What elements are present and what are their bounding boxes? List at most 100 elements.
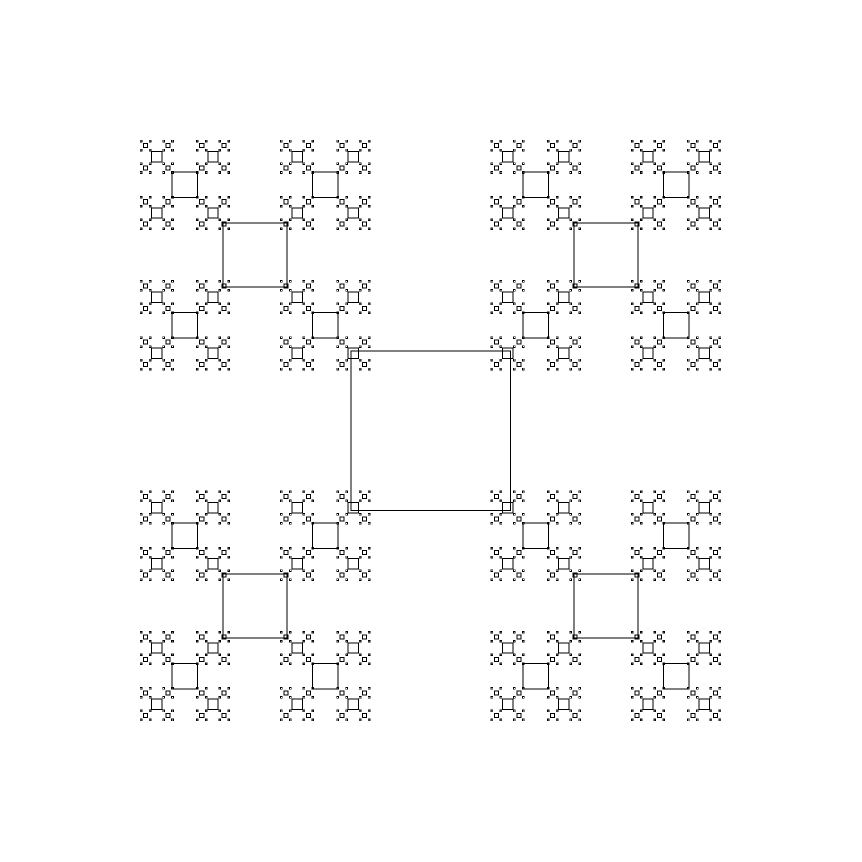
fractal-square	[578, 687, 581, 690]
fractal-square	[490, 555, 494, 559]
fractal-square	[204, 311, 208, 315]
fractal-square	[195, 513, 199, 516]
fractal-square	[569, 358, 572, 362]
fractal-square	[139, 336, 143, 339]
fractal-square	[578, 204, 581, 208]
fractal-square	[143, 572, 149, 578]
fractal-square	[687, 687, 690, 690]
fractal-square	[165, 634, 171, 640]
fractal-square	[687, 653, 690, 657]
fractal-square	[516, 143, 522, 149]
fractal-square	[696, 302, 699, 306]
fractal-square	[148, 148, 152, 152]
fractal-square	[367, 513, 371, 516]
fractal-square	[361, 165, 368, 171]
fractal-square	[640, 631, 643, 634]
fractal-square	[367, 718, 371, 722]
fractal-square	[687, 709, 690, 713]
fractal-square	[199, 143, 205, 149]
fractal-square	[555, 336, 559, 339]
fractal-square	[148, 171, 152, 174]
fractal-square	[569, 522, 572, 525]
fractal-square	[302, 546, 306, 550]
fractal-square	[656, 656, 662, 662]
fractal-square	[311, 653, 315, 657]
fractal-square	[493, 572, 500, 578]
fractal-square	[148, 336, 152, 339]
fractal-square	[569, 227, 572, 230]
fractal-square	[291, 151, 303, 163]
fractal-square	[522, 555, 525, 559]
fractal-square	[171, 218, 174, 221]
fractal-square	[513, 311, 516, 315]
fractal-square	[171, 367, 174, 371]
fractal-square	[204, 490, 208, 494]
fractal-square	[631, 546, 634, 550]
fractal-square	[546, 345, 550, 348]
fractal-square	[712, 634, 718, 640]
fractal-square	[572, 634, 578, 640]
fractal-square	[490, 311, 494, 315]
fractal-square	[280, 302, 283, 306]
fractal-square	[204, 204, 208, 208]
fractal-square	[578, 302, 581, 306]
fractal-square	[367, 162, 371, 165]
fractal-square	[171, 522, 174, 525]
fractal-square	[311, 171, 339, 199]
fractal-square	[718, 289, 722, 292]
fractal-square	[218, 311, 221, 315]
fractal-square	[569, 336, 572, 339]
fractal-square	[227, 204, 230, 208]
fractal-square	[345, 139, 348, 143]
fractal-square	[347, 642, 359, 654]
fractal-square	[555, 696, 559, 699]
fractal-square	[653, 227, 657, 230]
fractal-square	[696, 204, 699, 208]
fractal-square	[339, 221, 345, 227]
fractal-square	[687, 139, 690, 143]
fractal-square	[199, 305, 205, 311]
fractal-square	[280, 227, 283, 230]
fractal-square	[572, 656, 578, 662]
fractal-square	[499, 490, 503, 494]
fractal-square	[569, 569, 572, 572]
fractal-square	[171, 513, 174, 516]
fractal-square	[195, 367, 199, 371]
fractal-square	[662, 302, 666, 306]
fractal-square	[302, 171, 306, 174]
fractal-square	[171, 345, 174, 348]
fractal-square	[718, 336, 722, 339]
fractal-square	[148, 499, 152, 503]
fractal-square	[227, 578, 230, 581]
fractal-square	[578, 139, 581, 143]
fractal-square	[280, 204, 283, 208]
fractal-square	[195, 195, 199, 199]
fractal-square	[490, 148, 494, 152]
fractal-square	[345, 578, 348, 581]
fractal-square	[572, 550, 578, 556]
fractal-square	[513, 709, 516, 713]
fractal-square	[280, 345, 283, 348]
fractal-square	[499, 653, 503, 657]
fractal-square	[493, 199, 500, 205]
fractal-square	[709, 336, 713, 339]
fractal-square	[516, 572, 522, 578]
fractal-square	[572, 690, 578, 696]
fractal-square	[631, 367, 634, 371]
fractal-square	[204, 640, 208, 643]
fractal-square	[358, 718, 362, 722]
fractal-square	[653, 367, 657, 371]
fractal-square	[291, 558, 303, 570]
fractal-square	[499, 631, 503, 634]
fractal-square	[493, 656, 500, 662]
fractal-square	[522, 718, 525, 722]
fractal-square	[490, 687, 494, 690]
fractal-square	[361, 493, 368, 500]
fractal-square	[171, 171, 199, 199]
fractal-square	[709, 662, 713, 666]
fractal-square	[221, 712, 227, 718]
fractal-square	[195, 631, 199, 634]
fractal-square	[148, 195, 152, 199]
fractal-square	[195, 204, 199, 208]
fractal-square	[358, 578, 362, 581]
